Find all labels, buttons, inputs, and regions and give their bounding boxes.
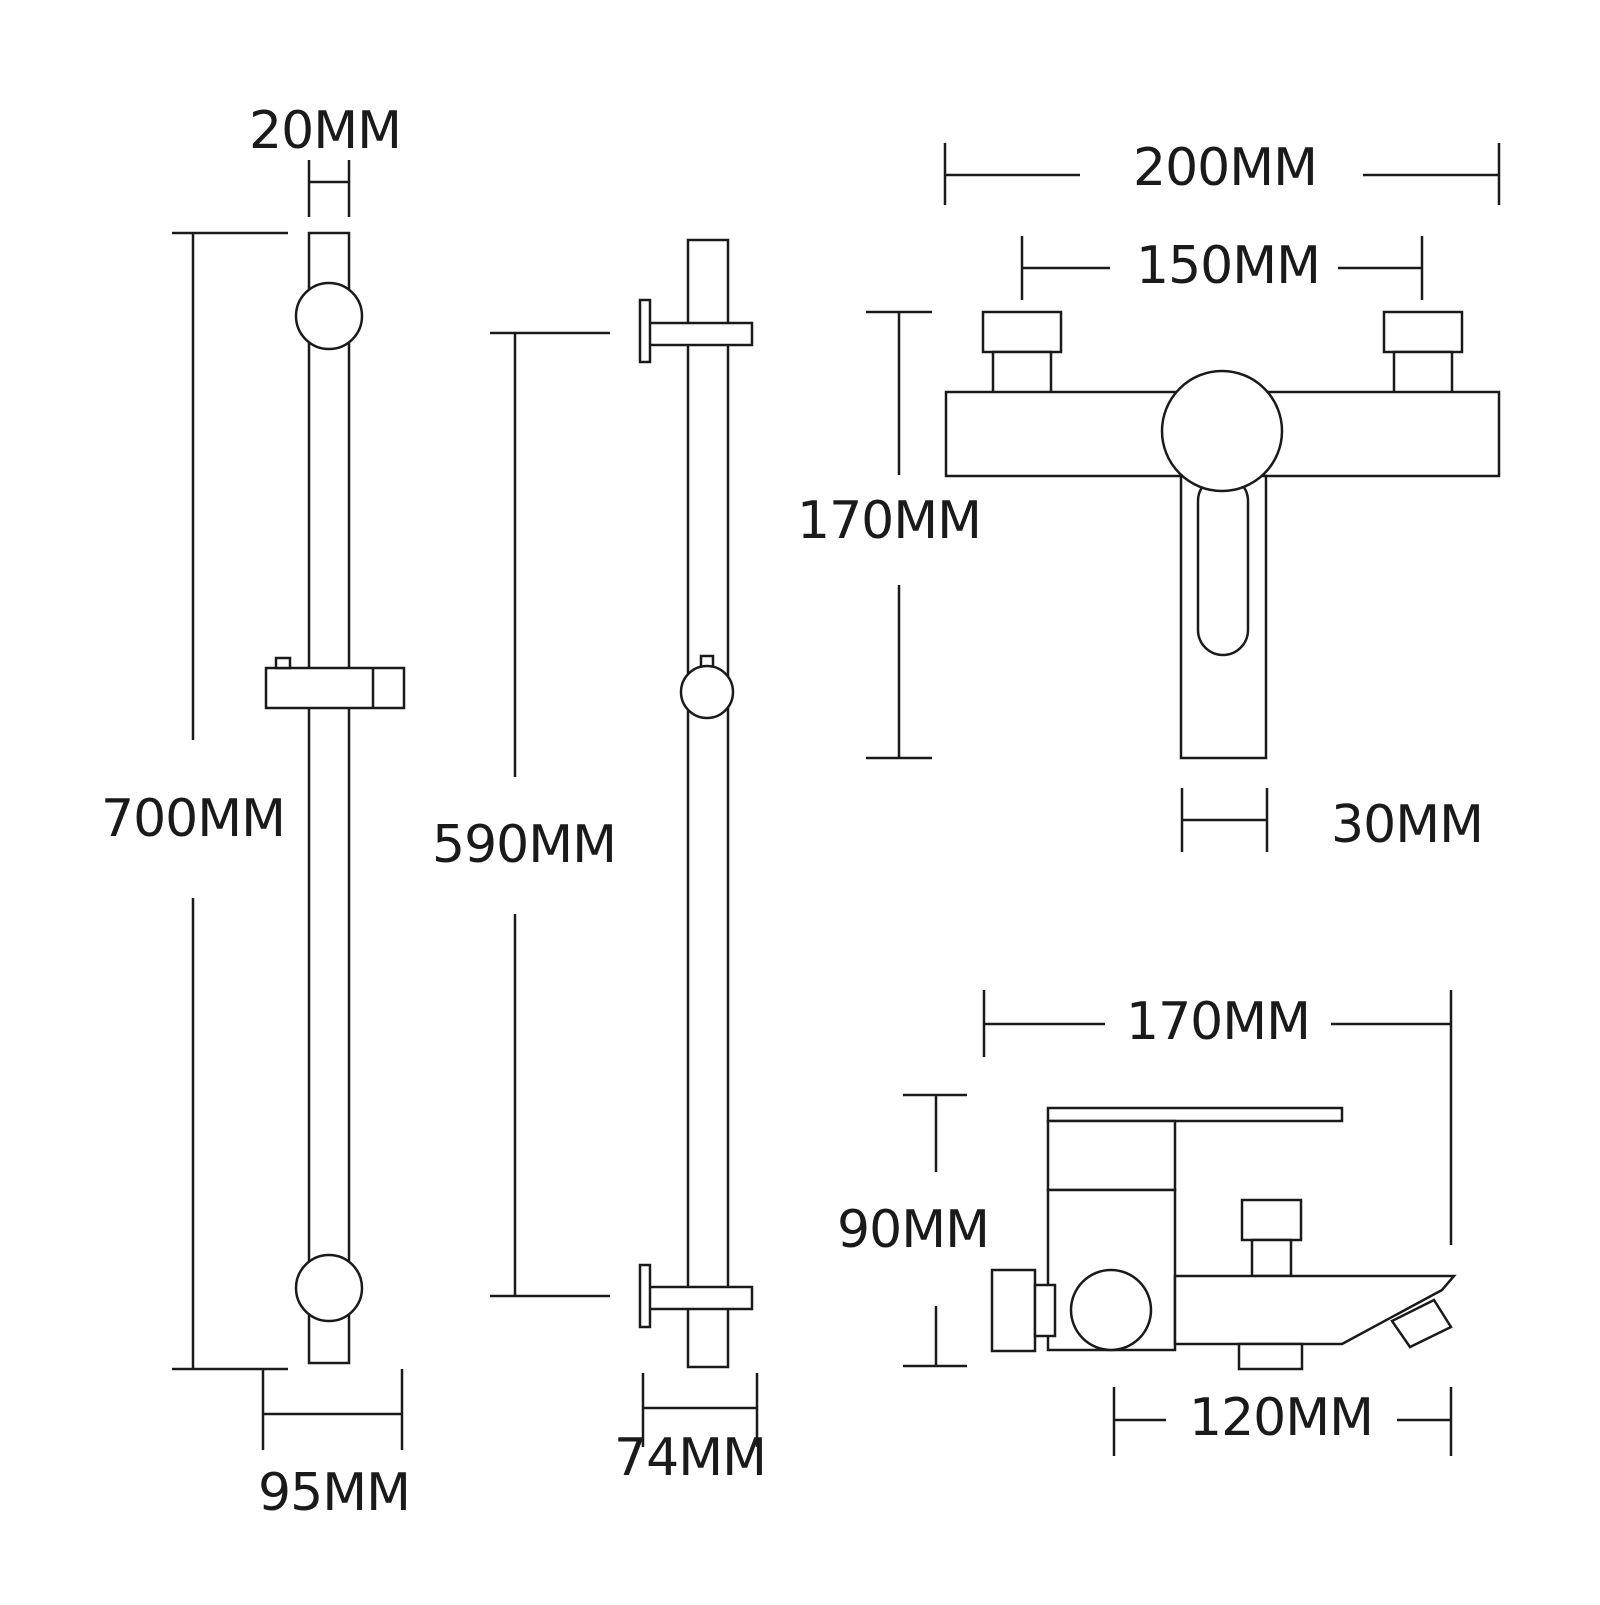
mixer-height-label: 170MM — [797, 491, 982, 551]
bath-bottom-nut — [1237, 1342, 1304, 1371]
rail-side-spacing-label: 590MM — [432, 815, 617, 875]
shower-mixer-view — [866, 143, 1501, 852]
mixer-spout-slot — [1196, 474, 1250, 657]
rail-width-label: 20MM — [249, 101, 402, 161]
bath-mixer-view — [903, 990, 1457, 1456]
bath-diverter — [1390, 1298, 1453, 1349]
bath-inlet-stem — [1033, 1283, 1057, 1338]
bath-top-nut — [1240, 1198, 1303, 1242]
bath-inlet-nut — [990, 1268, 1037, 1353]
mixer-spout-label: 30MM — [1331, 795, 1484, 855]
bath-connector — [1069, 1268, 1153, 1352]
rail-side-depth-label: 74MM — [614, 1428, 767, 1488]
mixer-right-inlet — [1392, 350, 1454, 397]
bath-height-label: 90MM — [837, 1200, 990, 1260]
bath-cartridge — [1046, 1119, 1177, 1192]
bath-spacing-label: 120MM — [1189, 1388, 1374, 1448]
bath-handle-lever — [1046, 1106, 1344, 1123]
rail-side-bottom-bracket — [643, 1285, 754, 1311]
bath-top-stem — [1250, 1238, 1293, 1278]
mixer-inlet-label: 150MM — [1136, 236, 1321, 296]
mixer-width-label: 200MM — [1133, 138, 1318, 198]
rail-bar — [307, 231, 351, 1365]
rail-slider — [264, 666, 406, 710]
mixer-right-nut — [1382, 310, 1464, 354]
rail-top-bracket — [294, 281, 364, 351]
rail-slider-knob — [274, 656, 292, 670]
rail-bottom-bracket — [294, 1253, 364, 1323]
mixer-left-nut — [981, 310, 1063, 354]
mixer-knob — [1160, 369, 1284, 493]
rail-side-slider — [679, 664, 735, 720]
rail-side-view — [490, 238, 759, 1447]
mixer-left-inlet — [991, 350, 1053, 397]
rail-height-label: 700MM — [101, 789, 286, 849]
rail-side-bar — [686, 238, 730, 1369]
bath-spout — [1173, 1274, 1457, 1346]
rail-side-top-bracket — [643, 321, 754, 347]
bath-width-label: 170MM — [1126, 992, 1311, 1052]
rail-front-view — [172, 160, 406, 1450]
rail-bracket-label: 95MM — [258, 1463, 411, 1523]
